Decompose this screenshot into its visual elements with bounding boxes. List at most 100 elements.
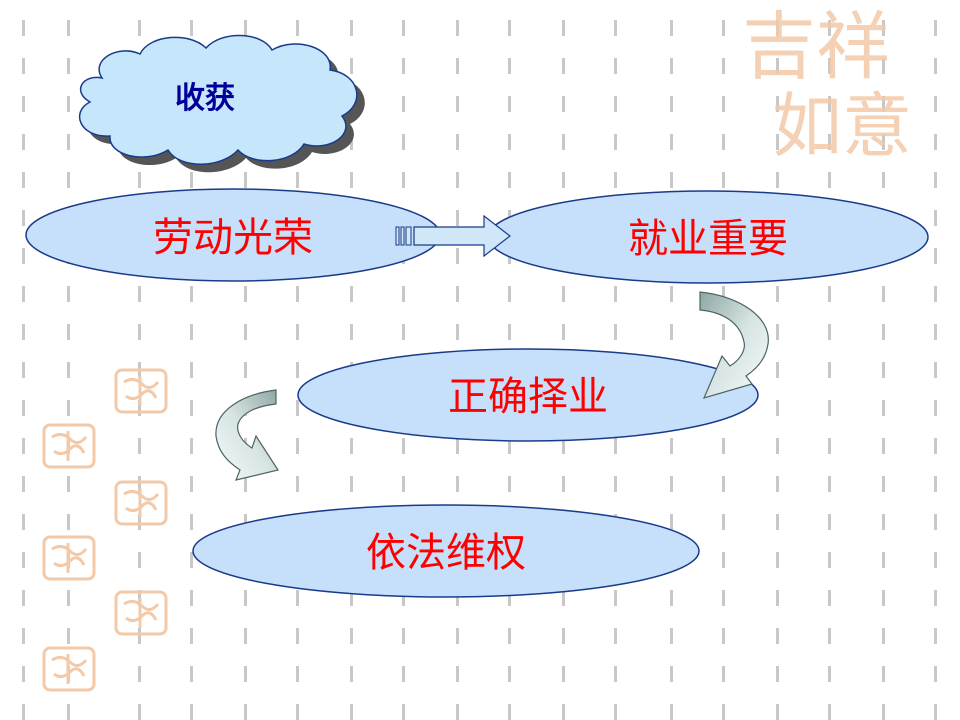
seal-watermark-icon xyxy=(114,480,168,526)
guide-mark xyxy=(138,552,141,568)
seal-watermark-icon xyxy=(123,488,160,518)
guide-mark xyxy=(456,666,459,682)
guide-mark xyxy=(614,286,617,302)
guide-mark xyxy=(22,628,25,644)
guide-mark xyxy=(244,324,247,340)
guide-mark xyxy=(776,58,779,74)
seal-watermark-icon xyxy=(123,376,160,406)
guide-mark xyxy=(562,438,565,454)
guide-mark xyxy=(614,666,617,682)
guide-mark xyxy=(22,248,25,264)
guide-mark xyxy=(828,514,831,530)
guide-mark xyxy=(296,704,299,720)
guide-mark xyxy=(670,58,673,74)
seal-watermark-icon xyxy=(42,535,96,581)
guide-mark xyxy=(402,96,405,112)
guide-mark xyxy=(722,666,725,682)
curved-down-arrow-icon xyxy=(699,291,769,399)
guide-mark xyxy=(934,210,937,226)
guide-mark xyxy=(670,96,673,112)
guide-mark xyxy=(562,324,565,340)
seal-watermark-icon xyxy=(114,368,168,414)
guide-mark xyxy=(296,20,299,36)
node-label: 劳动光荣 xyxy=(153,215,313,261)
guide-mark xyxy=(350,324,353,340)
guide-mark xyxy=(296,438,299,454)
seal-watermark-icon: 吉祥 xyxy=(742,4,890,90)
curved-down-arrow-icon xyxy=(215,389,279,481)
guide-mark xyxy=(882,666,885,682)
guide-mark xyxy=(296,590,299,606)
guide-mark xyxy=(296,324,299,340)
guide-mark xyxy=(934,362,937,378)
guide-mark xyxy=(934,666,937,682)
guide-mark xyxy=(508,58,511,74)
guide-mark xyxy=(350,20,353,36)
guide-mark xyxy=(456,438,459,454)
guide-mark xyxy=(776,438,779,454)
guide-mark xyxy=(934,96,937,112)
guide-mark xyxy=(614,438,617,454)
guide-mark xyxy=(776,362,779,378)
guide-mark xyxy=(934,552,937,568)
guide-mark xyxy=(244,286,247,302)
guide-mark xyxy=(562,628,565,644)
guide-mark xyxy=(828,58,831,74)
node-label: 依法维权 xyxy=(366,530,526,576)
node-label: 正确择业 xyxy=(448,374,608,420)
guide-mark xyxy=(22,286,25,302)
guide-mark xyxy=(670,514,673,530)
guide-mark xyxy=(350,286,353,302)
guide-mark xyxy=(67,286,70,302)
guide-mark xyxy=(456,134,459,150)
guide-mark xyxy=(670,476,673,492)
guide-mark xyxy=(508,666,511,682)
node-label: 就业重要 xyxy=(628,216,788,262)
guide-mark xyxy=(508,134,511,150)
guide-mark xyxy=(402,628,405,644)
guide-mark xyxy=(882,362,885,378)
guide-mark xyxy=(614,324,617,340)
seal-watermark-icon xyxy=(42,423,96,469)
guide-mark xyxy=(614,590,617,606)
guide-mark xyxy=(456,476,459,492)
guide-mark xyxy=(670,704,673,720)
guide-mark xyxy=(402,666,405,682)
guide-mark xyxy=(138,628,141,644)
guide-mark xyxy=(190,590,193,606)
guide-mark xyxy=(296,400,299,416)
guide-mark xyxy=(244,514,247,530)
guide-mark xyxy=(138,20,141,36)
guide-mark xyxy=(882,476,885,492)
guide-mark xyxy=(828,286,831,302)
watermark-small-seals xyxy=(42,368,168,692)
guide-mark xyxy=(67,362,70,378)
guide-mark xyxy=(722,58,725,74)
striped-right-arrow-icon xyxy=(395,214,511,258)
guide-mark xyxy=(828,134,831,150)
guide-mark xyxy=(22,476,25,492)
guide-mark xyxy=(614,704,617,720)
guide-mark xyxy=(296,476,299,492)
guide-mark xyxy=(402,324,405,340)
guide-mark xyxy=(190,400,193,416)
guide-mark xyxy=(22,400,25,416)
guide-mark xyxy=(190,172,193,188)
guide-mark xyxy=(138,172,141,188)
guide-mark xyxy=(614,476,617,492)
guide-mark xyxy=(670,20,673,36)
guide-mark xyxy=(614,628,617,644)
title-cloud: 收获 xyxy=(78,34,365,173)
guide-mark xyxy=(828,96,831,112)
guide-mark xyxy=(508,704,511,720)
guide-mark xyxy=(722,324,725,340)
guide-mark xyxy=(882,286,885,302)
guide-mark xyxy=(22,362,25,378)
guide-mark xyxy=(456,96,459,112)
guide-mark xyxy=(722,590,725,606)
guide-mark xyxy=(882,514,885,530)
guide-mark xyxy=(562,666,565,682)
guide-mark xyxy=(828,20,831,36)
guide-mark xyxy=(456,248,459,264)
guide-mark xyxy=(244,590,247,606)
